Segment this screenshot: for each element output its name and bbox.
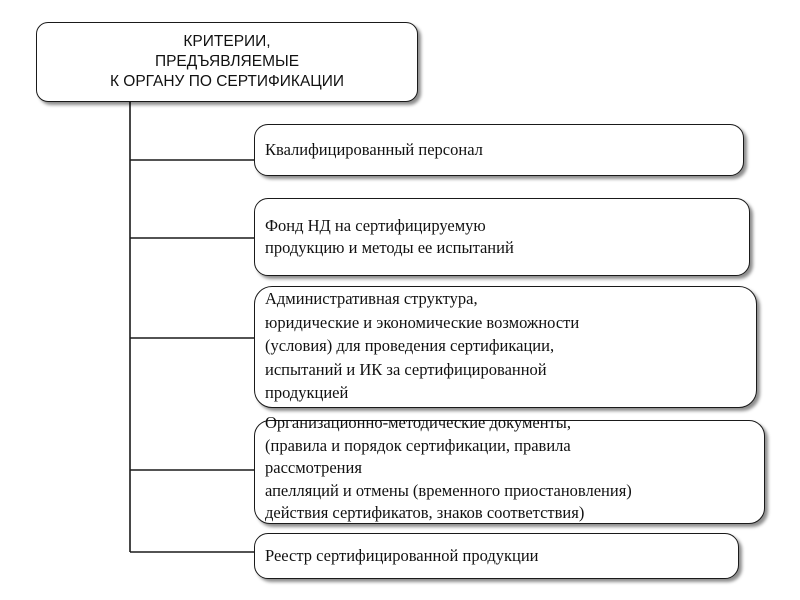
criterion-2-line-1: Фонд НД на сертифицируемую (265, 216, 486, 235)
root-criteria-box: КРИТЕРИИ, ПРЕДЪЯВЛЯЕМЫЕ К ОРГАНУ ПО СЕРТ… (36, 22, 418, 102)
criterion-box-method-documents: Организационно-методические документы, (… (254, 413, 765, 524)
criterion-box-nd-fund: Фонд НД на сертифицируемую продукцию и м… (254, 198, 750, 276)
criterion-4-line-4: апелляций и отмены (временного приостано… (265, 480, 632, 500)
criterion-3-line-1: Административная структура, (265, 289, 478, 308)
root-line-3: К ОРГАНУ ПО СЕРТИФИКАЦИИ (109, 73, 345, 90)
criterion-box-personnel: Квалифицированный персонал (254, 124, 744, 176)
criterion-3-line-5: продукцией (265, 383, 349, 402)
criterion-5-line-1: Реестр сертифицированной продукции (265, 546, 539, 565)
criterion-box-admin-structure: Административная структура, юридические … (254, 286, 757, 408)
criterion-3-line-3: (условия) для проведения сертификации, (265, 336, 555, 355)
root-line-1: КРИТЕРИИ, (183, 33, 271, 50)
criterion-4-line-2: (правила и порядок сертификации, правила (265, 435, 571, 455)
criterion-4-text: Организационно-методические документы, (… (265, 412, 764, 525)
criterion-4-line-5: действия сертификатов, знаков соответств… (265, 503, 585, 522)
criterion-box-registry: Реестр сертифицированной продукции (254, 533, 739, 579)
criterion-2-line-2: продукцию и методы ее испытаний (265, 238, 514, 257)
criterion-1-line-1: Квалифицированный персонал (265, 140, 483, 159)
criterion-4-line-3: рассмотрения (265, 458, 362, 477)
root-line-2: ПРЕДЪЯВЛЯЕМЫЕ (154, 53, 300, 70)
criterion-3-line-4: испытаний и ИК за сертифицированной (265, 359, 547, 379)
criterion-4-line-1: Организационно-методические документы, (265, 413, 571, 432)
criterion-3-line-2: юридические и экономические возможности (265, 312, 580, 332)
